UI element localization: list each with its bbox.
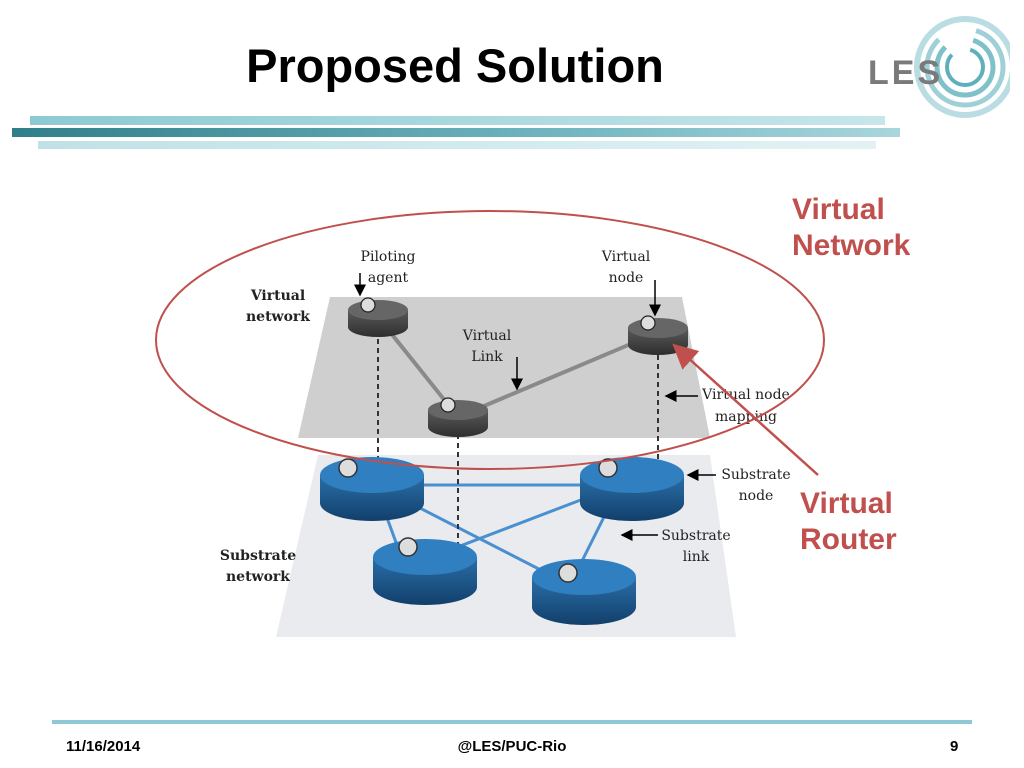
footer-page-number: 9 [950, 738, 959, 755]
label-virtual-link-1: Virtual [462, 328, 512, 344]
label-substrate-node-2: node [739, 488, 774, 504]
label-piloting-agent-1: Piloting [361, 249, 416, 265]
substrate-node-2 [580, 457, 684, 521]
header-bar-middle [12, 128, 900, 137]
footer-date: 11/16/2014 [66, 738, 141, 755]
virtual-node-middle [428, 397, 488, 437]
logo-text: LES [868, 54, 944, 92]
label-substrate-network-1: Substrate [220, 548, 296, 564]
substrate-node-4 [532, 559, 636, 625]
label-substrate-node-1: Substrate [721, 467, 790, 483]
callout-virtual-router-line1: Virtual [800, 487, 893, 520]
callout-virtual-network-line2: Network [792, 229, 911, 262]
virtual-router-arrow [672, 343, 819, 476]
callout-virtual-router: Virtual Router [800, 486, 897, 558]
diagram-labels: Virtual network Substrate network Piloti… [220, 249, 791, 585]
label-virtual-node-mapping-2: mapping [715, 409, 777, 425]
label-virtual-node-2: node [609, 270, 644, 286]
callout-virtual-network: Virtual Network [792, 192, 910, 264]
label-virtual-network-2: network [246, 309, 310, 325]
footer-center: @LES/PUC-Rio [457, 738, 567, 755]
label-piloting-agent-2: agent [368, 270, 409, 286]
label-virtual-node-1: Virtual [601, 249, 651, 265]
callout-virtual-network-line1: Virtual [792, 193, 885, 226]
mapping-lines [377, 330, 659, 555]
virtual-node-piloting [348, 297, 408, 337]
label-substrate-link-1: Substrate [661, 528, 730, 544]
callout-virtual-router-line2: Router [800, 523, 897, 556]
network-diagram: Virtual network Substrate network Piloti… [150, 185, 850, 655]
virtual-network-ellipse [155, 210, 825, 470]
label-substrate-network-2: network [226, 569, 290, 585]
label-virtual-network-1: Virtual [250, 288, 305, 304]
label-substrate-link-2: link [683, 549, 710, 565]
footer-divider [52, 720, 972, 724]
label-virtual-link-2: Link [471, 349, 503, 365]
annotation-arrows [354, 273, 716, 541]
substrate-node-3 [373, 537, 477, 605]
header-bar-top [30, 116, 885, 125]
header-bar-bottom [38, 141, 876, 149]
les-logo: LES [860, 12, 1016, 122]
slide-title: Proposed Solution [246, 39, 664, 92]
label-virtual-node-mapping-1: Virtual node [701, 387, 790, 403]
substrate-node-1 [320, 457, 424, 521]
